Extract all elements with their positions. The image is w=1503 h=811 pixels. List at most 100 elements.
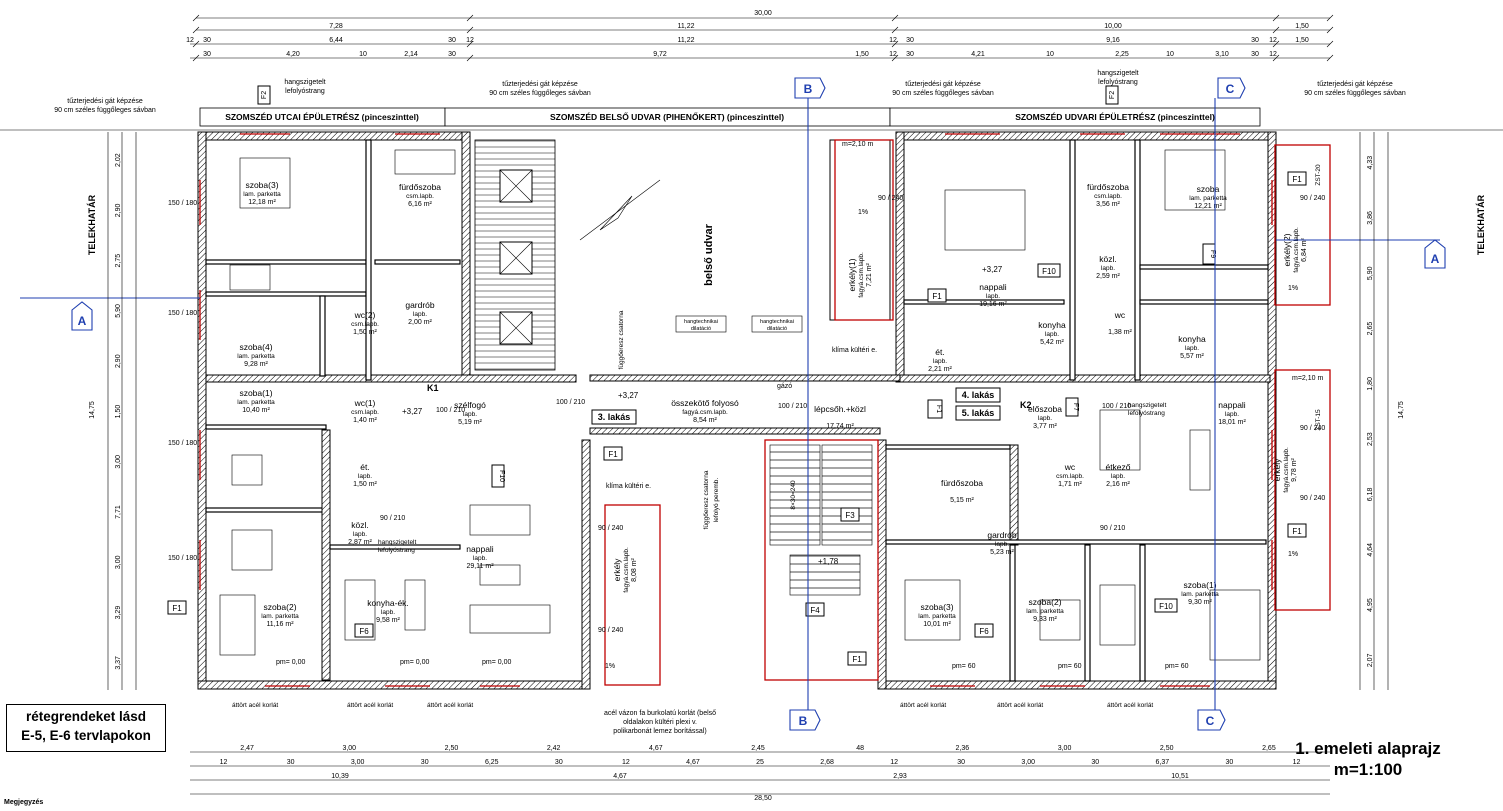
dim-left-0: 2,02: [115, 153, 122, 167]
railing-note-1: áttört acél korlát: [232, 702, 278, 709]
dim-top-row3-3: 2,14: [404, 51, 418, 58]
zst15-label: ZST-15: [1315, 409, 1322, 431]
dim-bottom-row2-5: 30: [555, 759, 563, 766]
dim-bottom-row1-8: 3,00: [1058, 745, 1072, 752]
room-label: közl.lapb.2,59 m²: [1096, 254, 1120, 280]
room-area: 5,15 m²: [950, 497, 974, 504]
opening-90-240-c: 90 / 240: [878, 195, 903, 202]
room-name: ét.: [360, 462, 369, 472]
dim-right-5: 2,53: [1367, 432, 1374, 446]
tag-f3: F3: [845, 511, 855, 520]
room-name: wc(2): [354, 310, 376, 320]
opening-90-210-a: 90 / 210: [380, 515, 405, 522]
room-label: erkély(1)fagyá.csm.lapb.7,21 m²: [847, 252, 873, 298]
dim-top-row2-8: 9,16: [1106, 37, 1120, 44]
fire-note-mid: tűzterjedési gát képzése: [502, 81, 578, 88]
drawing-title: 1. emeleti alaprajz: [1295, 739, 1441, 758]
dim-bottom-row1-7: 2,36: [956, 745, 970, 752]
tag-f10-bottom: F10: [1159, 602, 1173, 611]
dim-top-row3-5: 9,72: [653, 51, 667, 58]
level-mark-3: +3,27: [982, 265, 1003, 274]
level-mark-2: +3,27: [618, 391, 639, 400]
dim-bottom-row1-9: 2,50: [1160, 745, 1174, 752]
dim-bottom-row2-10: 12: [890, 759, 898, 766]
furniture: [219, 149, 1261, 661]
core: [589, 139, 1331, 686]
sound-note-3b: lefolyóstrang: [378, 547, 415, 554]
tag-f10-right: F10: [1042, 267, 1056, 276]
fire-note-far: tűzterjedési gát képzése: [1317, 81, 1393, 88]
tag-f1-right-top: F1: [1292, 175, 1302, 184]
dim-right-4: 1,80: [1367, 377, 1374, 391]
section-yard-label: SZOMSZÉD UDVARI ÉPÜLETRÉSZ (pinceszintte…: [1015, 112, 1215, 122]
room-name: wc: [1064, 462, 1076, 472]
dim-left-3: 5,90: [115, 304, 122, 318]
opening-90-240-f: 90 / 240: [1300, 495, 1325, 502]
level-mark-5: +1,78: [818, 557, 839, 566]
section-courtyard-label: SZOMSZÉD BELSŐ UDVAR (PIHENŐKERT) (pince…: [550, 111, 784, 122]
room-finish: lam. parketta: [918, 613, 956, 620]
room-finish: fagyá.csm.lapb.: [1283, 447, 1290, 493]
room-area: 12,21 m²: [1194, 203, 1222, 210]
room-name: gardrób: [405, 300, 435, 310]
room-name: gardrób: [987, 530, 1017, 540]
section-c-bottom: C: [1206, 714, 1215, 728]
railing-note-5: áttört acél korlát: [997, 702, 1043, 709]
room-area: 12,18 m²: [248, 199, 276, 206]
dim-bottom-row1-10: 2,65: [1262, 745, 1276, 752]
sound-note-1: hangszigetelt: [284, 79, 325, 86]
dim-top-row3-13: 3,10: [1215, 51, 1229, 58]
room-label: wc(1)csm.lapb.1,40 m²: [351, 398, 379, 424]
room-finish: lapb.: [1101, 265, 1115, 272]
railing-note-4: áttört acél korlát: [900, 702, 946, 709]
top-dimension-lines: 30,00 7,28 11,22 10,00 1,50 12 30 6,44 3…: [186, 10, 1334, 62]
klima-note-1: klíma kültéri e.: [606, 483, 651, 490]
tech-note-2: hangtechnikai: [760, 319, 794, 325]
room-finish: lapb.: [413, 311, 427, 318]
sound-note-2b: lefolyóstrang: [1098, 79, 1138, 86]
dim-left-10: 3,37: [115, 656, 122, 670]
dim-bottom-total: 28,50: [754, 795, 772, 802]
apartment-3-label: 3. lakás: [598, 412, 631, 422]
room-label: erkély(2)fagyá.csm.lapb.6,84 m²: [1282, 227, 1308, 273]
courtyard: belső udvar: [474, 139, 715, 371]
m-mark-1: m=2,10 m: [842, 141, 873, 148]
room-finish: lam. parketta: [261, 613, 299, 620]
opening-150-b: 150 / 180: [168, 310, 197, 317]
tech-note-1b: dilatáció: [691, 326, 711, 332]
room-name: konyha: [1038, 320, 1066, 330]
dim-top-row3-15: 12: [1269, 51, 1277, 58]
fire-note-right: tűzterjedési gát képzése: [905, 81, 981, 88]
room-area: 1,38 m²: [1108, 329, 1132, 336]
room-name: erkély: [612, 558, 622, 581]
dim-top-row3-14: 30: [1251, 51, 1259, 58]
dim-bottom-row3-3: 10,51: [1171, 773, 1189, 780]
section-b-bottom: B: [799, 714, 808, 728]
fire-note-left-2: 90 cm széles függőleges sávban: [54, 107, 156, 114]
dim-top-total: 30,00: [754, 10, 772, 17]
section-a-left: A: [78, 314, 87, 328]
dim-left-5: 1,50: [115, 405, 122, 419]
wood-note-3: polikarbonát lemez borítással): [613, 728, 706, 735]
room-name: nappali: [979, 282, 1007, 292]
apartment-5-label: 5. lakás: [962, 408, 995, 418]
tag-k2: K2: [1020, 400, 1032, 410]
dim-left-8: 3,00: [115, 555, 122, 569]
room-name: szoba(3): [245, 180, 278, 190]
pct-label-1: 1%: [605, 663, 615, 670]
dim-top-row1-0: 7,28: [329, 23, 343, 30]
room-labels: szoba(3) lam. parketta 12,18 m² fürdőszobac…: [237, 180, 1308, 628]
room-name: szoba: [1197, 184, 1220, 194]
dilatation-notes: hangtechnikai dilatáció hangtechnikai di…: [675, 315, 803, 333]
room-finish: lapb.: [358, 473, 372, 480]
downpipe-note-2b: lefolyó peremb.: [713, 478, 720, 523]
